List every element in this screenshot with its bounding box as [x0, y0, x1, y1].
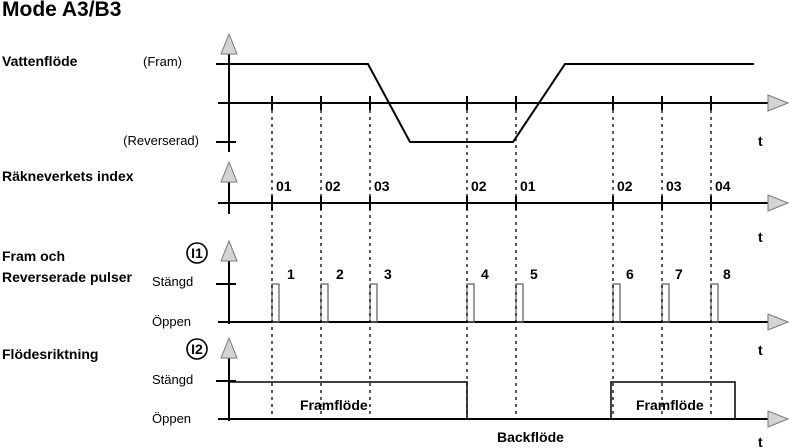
- pulse-rect: [612, 283, 621, 323]
- pulse-rect: [661, 283, 670, 323]
- counter-index-label: Räkneverkets index: [2, 168, 134, 184]
- forward-flow-label: Framflöde: [300, 397, 368, 413]
- channel-i2-label: I2: [191, 341, 203, 357]
- water-flow-time-arrow: [767, 94, 789, 112]
- event-guide-lines: [271, 110, 712, 419]
- pulse-number: 4: [481, 266, 489, 282]
- counter-time-label: t: [758, 229, 763, 245]
- pulse-rect: [320, 283, 329, 323]
- pulse-rect: [271, 283, 280, 323]
- forward-flow-label: Framflöde: [636, 397, 704, 413]
- pulse-number: 2: [336, 266, 344, 282]
- pulse-rect: [710, 283, 719, 323]
- backward-flow-label: Backflöde: [497, 429, 564, 445]
- direction-open-state-label: Öppen: [152, 411, 191, 426]
- counter-index-value: 03: [374, 178, 390, 194]
- panel-pulses: Fram och Reverserade pulser I1 Stängd Öp…: [2, 240, 789, 358]
- water-flow-time-label: t: [758, 133, 763, 149]
- channel-i2-badge: [186, 338, 208, 360]
- pulse-number: 7: [675, 266, 683, 282]
- pulses-label-line2: Reverserade pulser: [2, 269, 133, 285]
- pulse-rect: [369, 283, 378, 323]
- water-flow-signal: [216, 63, 754, 143]
- counter-index-value: 02: [325, 178, 341, 194]
- counter-index-value: 02: [617, 178, 633, 194]
- counter-time-arrow: [767, 194, 789, 212]
- forward-flow-pulse-2: [610, 381, 736, 419]
- channel-i1-label: I1: [191, 245, 203, 261]
- counter-index-value: 04: [715, 178, 731, 194]
- pulse-number: 3: [384, 266, 392, 282]
- direction-time-label: t: [758, 434, 763, 448]
- water-flow-axis-ticks: [271, 96, 712, 110]
- counter-index-value: 01: [276, 178, 292, 194]
- counter-index-value: 01: [520, 178, 536, 194]
- flow-direction-label: Flödesriktning: [2, 346, 98, 362]
- direction-time-arrow: [767, 410, 789, 428]
- pulses-time-arrow: [767, 313, 789, 331]
- counter-y-arrow: [220, 161, 238, 183]
- pulses-open-state-label: Öppen: [152, 314, 191, 329]
- panel-flow-direction: Flödesriktning I2 Stängd Öppen Framflöde…: [2, 337, 789, 448]
- channel-i1-badge: [186, 242, 208, 264]
- direction-closed-state-label: Stängd: [152, 372, 193, 387]
- pulse-rect: [515, 283, 524, 323]
- pulse-number: 1: [287, 266, 295, 282]
- panel-water-flow: Vattenflöde (Fram) (Reverserad) t: [2, 33, 789, 152]
- pulses-time-label: t: [758, 342, 763, 358]
- diagram-title: Mode A3/B3: [2, 0, 121, 21]
- pulse-number: 6: [626, 266, 634, 282]
- direction-y-arrow: [220, 337, 238, 359]
- pulse-number: 8: [723, 266, 731, 282]
- panel-counter-index: Räkneverkets index 01 02 03 02 01 02 03 …: [2, 161, 789, 245]
- water-flow-label: Vattenflöde: [2, 53, 78, 69]
- pulses-y-arrow: [220, 240, 238, 262]
- counter-index-value: 02: [471, 178, 487, 194]
- forward-state-label: (Fram): [143, 54, 182, 69]
- pulses-closed-state-label: Stängd: [152, 274, 193, 289]
- pulse-rect: [466, 283, 475, 323]
- pulses-label-line1: Fram och: [2, 248, 65, 264]
- reversed-state-label: (Reverserad): [123, 133, 199, 148]
- counter-index-value: 03: [666, 178, 682, 194]
- pulse-number: 5: [530, 266, 538, 282]
- pulse-marks: [271, 283, 719, 323]
- water-flow-y-arrow: [220, 33, 238, 55]
